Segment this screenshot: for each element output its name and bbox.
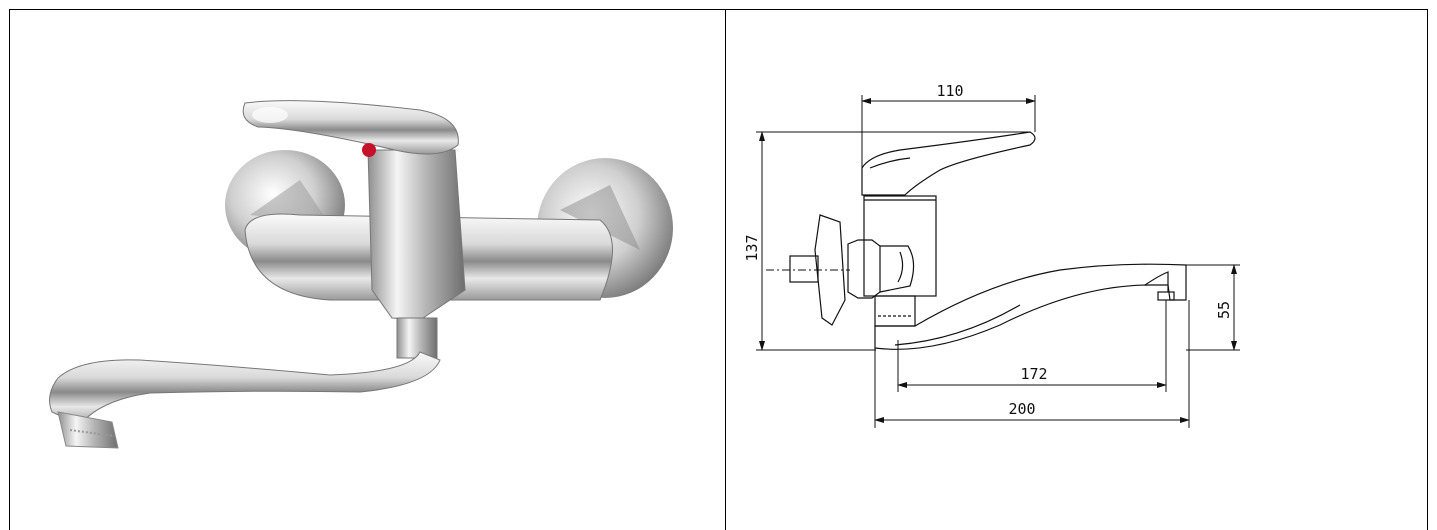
swivel-spout (49, 351, 441, 426)
drawing-panel (726, 9, 1428, 530)
hot-indicator (362, 143, 376, 157)
spout-neck (396, 317, 438, 359)
dim-label-172: 172 (1020, 365, 1047, 383)
drawing-spout (874, 263, 1187, 350)
drawing-aerator (1157, 291, 1175, 301)
drawing-inlet (789, 255, 819, 283)
dim-label-200: 200 (1008, 400, 1035, 418)
technical-drawing (766, 131, 1187, 350)
dim-label-137: 137 (743, 234, 761, 261)
photo-panel (9, 9, 726, 530)
drawing-collar (874, 295, 916, 327)
cartridge-column (367, 149, 466, 321)
dim-label-110: 110 (936, 82, 963, 100)
dim-label-55: 55 (1215, 301, 1233, 319)
drawing-lever (861, 131, 1036, 196)
aerator (57, 411, 119, 449)
faucet-photo (49, 100, 673, 449)
dimension-lines (756, 95, 1240, 428)
lever-handle (242, 100, 459, 155)
drawing-eccentric (814, 214, 846, 326)
